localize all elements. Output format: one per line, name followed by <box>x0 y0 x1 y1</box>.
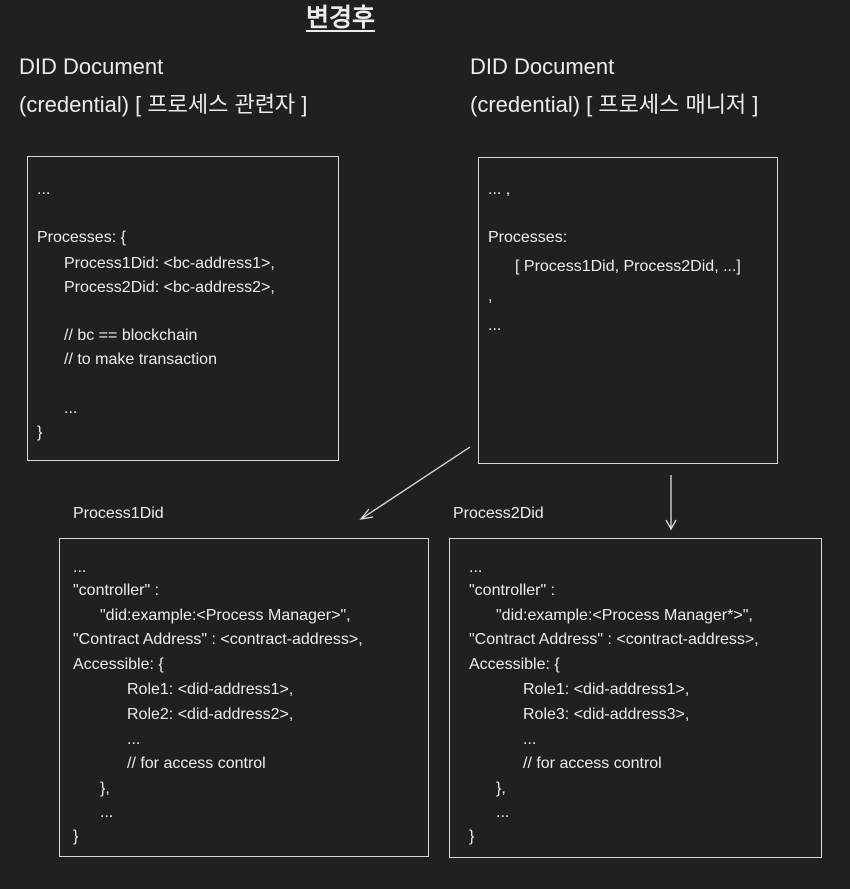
code-line: // to make transaction <box>64 351 217 368</box>
code-line: Role1: <did-address1>, <box>523 681 690 698</box>
code-line: Role2: <did-address2>, <box>127 706 294 723</box>
process2-box <box>449 538 822 858</box>
process1-label: Process1Did <box>73 505 164 522</box>
right-doc-subheading: (credential) [ 프로세스 매니저 ] <box>470 92 759 117</box>
code-line: ... <box>523 731 537 748</box>
code-line: // for access control <box>523 755 662 772</box>
code-line: Role1: <did-address1>, <box>127 681 294 698</box>
code-line: Accessible: { <box>73 656 164 673</box>
left-doc-heading: DID Document <box>19 54 164 79</box>
code-line: ... <box>73 559 87 576</box>
code-line: ... <box>64 400 78 417</box>
process1-box <box>59 538 429 857</box>
code-line: } <box>73 828 79 845</box>
code-line: Processes: { <box>37 229 126 246</box>
code-line: "controller" : <box>73 582 160 599</box>
arrow-to-process1 <box>359 446 471 520</box>
code-line: "did:example:<Process Manager*>", <box>496 607 753 624</box>
code-line: [ Process1Did, Process2Did, ...] <box>515 258 741 275</box>
left-doc-subheading: (credential) [ 프로세스 관련자 ] <box>19 92 308 117</box>
code-line: ... <box>127 731 141 748</box>
code-line: "Contract Address" : <contract-address>, <box>73 631 363 648</box>
right-doc-box <box>478 157 778 464</box>
code-line: ... <box>496 804 510 821</box>
arrow-to-process2 <box>665 475 677 531</box>
code-line: "did:example:<Process Manager>", <box>100 607 351 624</box>
code-line: "controller" : <box>469 582 556 599</box>
left-doc-box <box>27 156 339 461</box>
right-doc-heading: DID Document <box>470 54 615 79</box>
process2-label: Process2Did <box>453 505 544 522</box>
code-line: } <box>469 828 475 845</box>
code-line: Process1Did: <bc-address1>, <box>64 255 275 272</box>
code-line: "Contract Address" : <contract-address>, <box>469 631 759 648</box>
code-line: ... <box>100 804 114 821</box>
code-line: }, <box>496 780 506 797</box>
code-line: ... <box>469 559 483 576</box>
code-line: Role3: <did-address3>, <box>523 706 690 723</box>
code-line: // for access control <box>127 755 266 772</box>
code-line: } <box>37 424 43 441</box>
code-line: ... <box>488 317 502 334</box>
code-line: ... <box>37 181 51 198</box>
code-line: // bc == blockchain <box>64 327 198 344</box>
code-line: Process2Did: <bc-address2>, <box>64 279 275 296</box>
code-line: Processes: <box>488 229 568 246</box>
page-title: 변경후 <box>306 4 376 32</box>
code-line: }, <box>100 780 110 797</box>
code-line: , <box>488 288 493 305</box>
code-line: ... , <box>488 181 511 198</box>
code-line: Accessible: { <box>469 656 560 673</box>
